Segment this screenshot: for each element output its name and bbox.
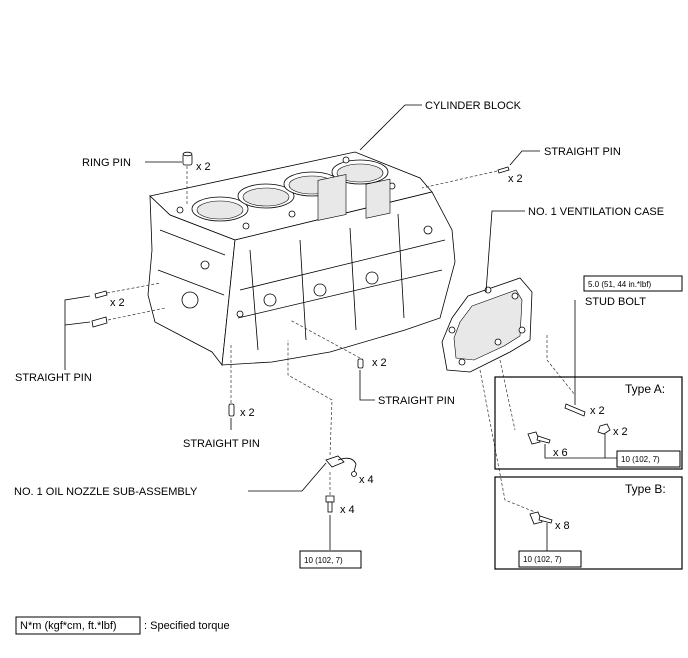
straight-pin-bottom [228, 403, 235, 417]
label-ring-pin: RING PIN [82, 157, 131, 169]
nut [597, 423, 611, 435]
oil-nozzle-illustration [325, 455, 357, 477]
oil-nozzle-bolt [325, 495, 335, 513]
qty-type-a-bolt: x 6 [553, 447, 568, 459]
label-straight-pin-top: STRAIGHT PIN [544, 146, 621, 158]
ventilation-case-illustration [441, 277, 533, 373]
qty-ring-pin: x 2 [196, 161, 211, 173]
qty-straight-pin-mid: x 2 [372, 357, 387, 369]
legend-description: : Specified torque [144, 620, 230, 632]
torque-type-b: 10 (102, 7) [523, 555, 562, 564]
qty-type-a-stud: x 2 [590, 405, 605, 417]
label-cylinder-block: CYLINDER BLOCK [425, 100, 522, 112]
straight-pin-left-lower [91, 316, 108, 328]
qty-straight-pin-left: x 2 [110, 297, 125, 309]
legend-unit: N*m (kgf*cm, ft.*lbf) [20, 620, 117, 632]
label-stud-bolt: STUD BOLT [585, 296, 646, 308]
torque-box-stud-bolt [583, 275, 683, 292]
torque-box-type-b [518, 550, 582, 568]
torque-box-type-a [616, 450, 681, 468]
qty-oil-nozzle-bolt: x 4 [340, 504, 355, 516]
label-ventilation-case: NO. 1 VENTILATION CASE [528, 206, 664, 218]
label-straight-pin-bottom: STRAIGHT PIN [183, 438, 260, 450]
ring-pin [182, 151, 193, 166]
straight-pin-mid [357, 358, 364, 369]
bolt-type-a [527, 431, 551, 445]
straight-pin-left-upper [94, 290, 108, 299]
stud-bolt [564, 403, 586, 417]
label-straight-pin-left: STRAIGHT PIN [15, 372, 92, 384]
straight-pin-top [497, 166, 510, 174]
type-b-title: Type B: [625, 482, 666, 496]
bolt-type-b [529, 511, 553, 525]
type-b-panel: Type B: x 8 10 (102, 7) [494, 476, 683, 570]
label-straight-pin-mid: STRAIGHT PIN [378, 395, 455, 407]
qty-oil-nozzle: x 4 [359, 474, 374, 486]
qty-straight-pin-top: x 2 [508, 173, 523, 185]
legend-unit-box [15, 616, 141, 635]
cylinder-block-illustration [147, 151, 456, 367]
type-a-title: Type A: [625, 382, 665, 396]
type-a-panel: Type A: x 2 x 2 x 6 10 (102, 7) [494, 376, 683, 470]
qty-type-b-bolt: x 8 [555, 520, 570, 532]
qty-type-a-nut: x 2 [613, 426, 628, 438]
torque-type-a: 10 (102, 7) [621, 455, 660, 464]
qty-straight-pin-bottom: x 2 [240, 407, 255, 419]
torque-box-oil-nozzle [299, 550, 362, 569]
torque-oil-nozzle: 10 (102, 7) [304, 556, 343, 565]
label-oil-nozzle: NO. 1 OIL NOZZLE SUB-ASSEMBLY [14, 486, 198, 498]
torque-stud-bolt: 5.0 (51, 44 in.*lbf) [588, 280, 651, 289]
legend: N*m (kgf*cm, ft.*lbf) : Specified torque [15, 616, 230, 635]
